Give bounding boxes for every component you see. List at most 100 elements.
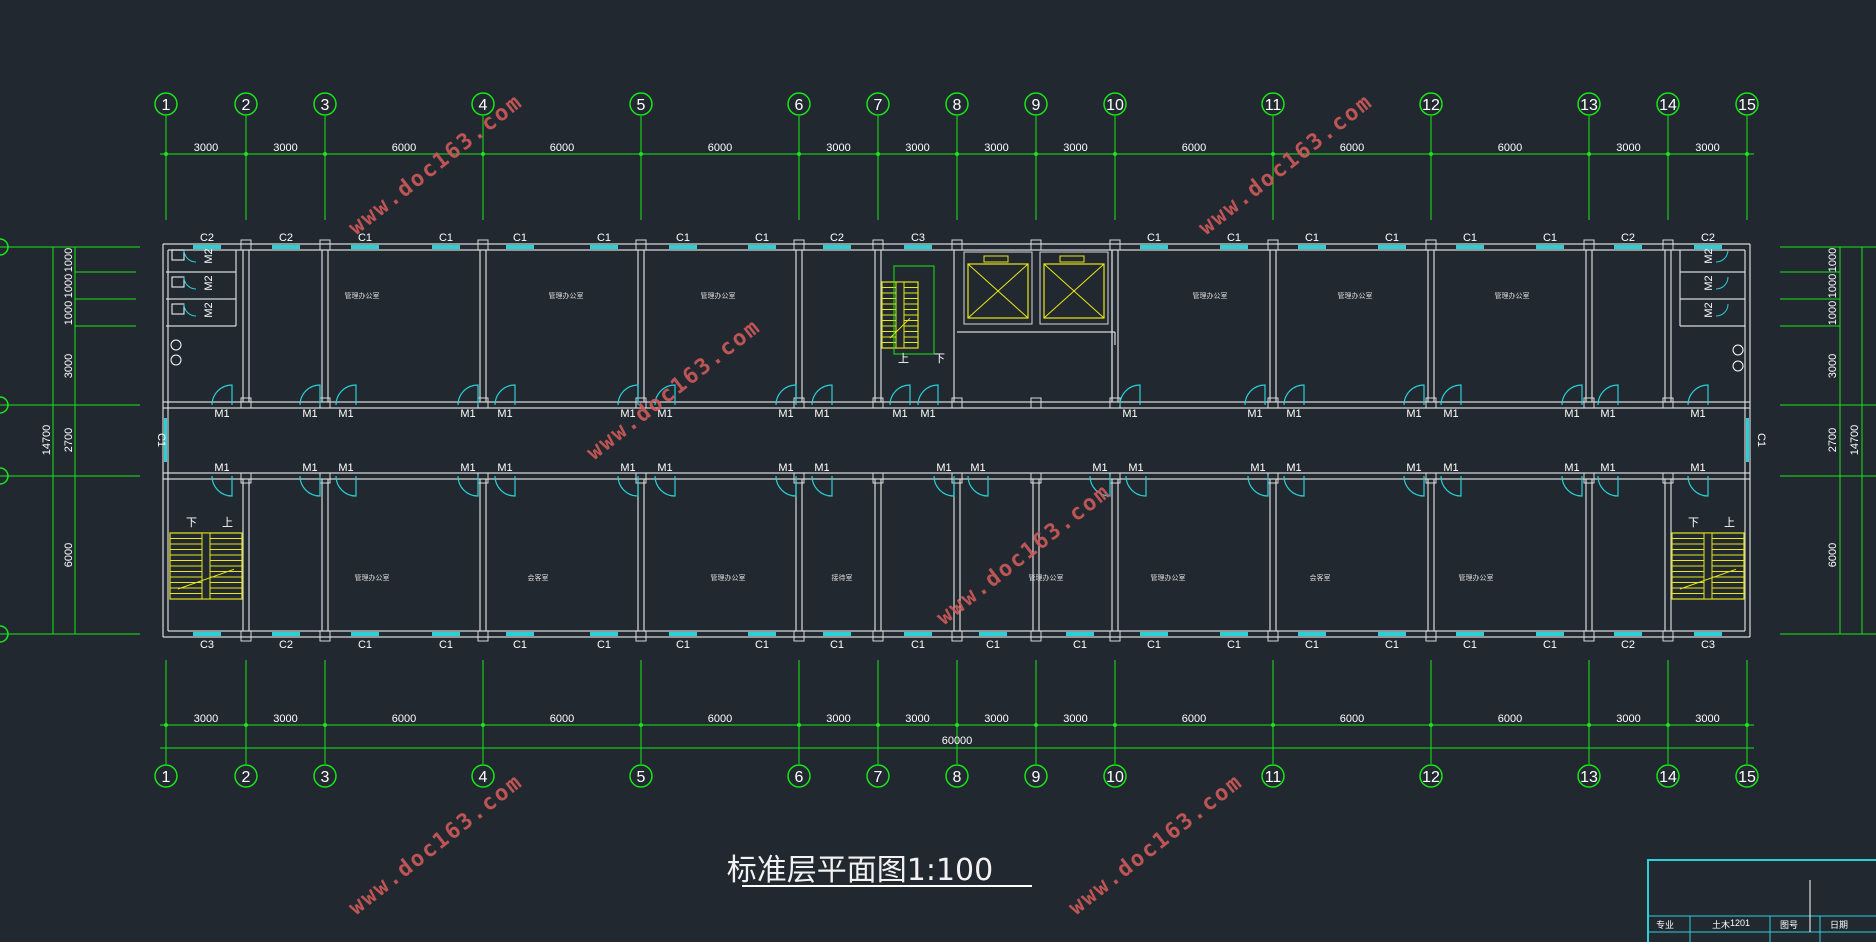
axis-bubble-top	[154, 92, 178, 116]
column-top	[477, 239, 489, 251]
column-corridor-top	[635, 397, 647, 409]
door-label: M1	[1247, 408, 1262, 420]
window-bottom-label: C1	[1227, 639, 1241, 651]
dim-text-top: 6000	[1340, 142, 1364, 154]
axis-bubble-top	[1735, 92, 1759, 116]
door-label: M1	[814, 408, 829, 420]
column-corridor-top	[1030, 397, 1042, 409]
door-swing	[335, 384, 357, 406]
stair-center-down: 下	[934, 353, 945, 365]
axis-number-bottom: 6	[795, 769, 804, 786]
dim-right-text: 3000	[1827, 354, 1839, 378]
window-top	[669, 245, 697, 249]
stair-left-up: 上	[222, 516, 233, 529]
dim-text-bottom: 3000	[905, 713, 929, 725]
window-top-label: C1	[1305, 232, 1319, 244]
dim-right-text: 6000	[1827, 543, 1839, 567]
sink-fixture	[170, 354, 182, 366]
room-label: 会客室	[1310, 573, 1331, 582]
window-bottom-label: C1	[513, 639, 527, 651]
door-swing	[494, 384, 516, 406]
axis-number-top: 9	[1032, 97, 1041, 114]
toilet-fixture	[171, 276, 185, 288]
axis-number-top: 6	[795, 97, 804, 114]
dim-left-text: 3000	[63, 354, 75, 378]
door-swing	[1244, 384, 1266, 406]
axis-number-top: 8	[953, 97, 962, 114]
dim-left-text: 1000	[63, 301, 75, 325]
toilet-fixture	[171, 303, 185, 315]
dim-text-top: 6000	[550, 142, 574, 154]
sink-fixture	[1732, 360, 1744, 372]
axis-bubble-bottom	[945, 764, 969, 788]
window-bottom	[590, 632, 618, 636]
stair-left-down: 下	[186, 517, 197, 529]
elevator-counterweight	[1059, 255, 1085, 263]
door-swing	[1403, 475, 1425, 497]
window-left-label: C1	[155, 433, 167, 447]
window-top	[904, 245, 932, 249]
dim-text-bottom: 3000	[273, 713, 297, 725]
axis-bubble-bottom	[629, 764, 653, 788]
door-label: M1	[1564, 408, 1579, 420]
axis-number-top: 12	[1422, 97, 1440, 114]
door-label: M1	[1564, 462, 1579, 474]
door-swing	[211, 384, 233, 406]
window-top-label: C1	[1543, 232, 1557, 244]
stair-handrail	[1703, 532, 1713, 600]
dim-right-text: 1000	[1827, 301, 1839, 325]
axis-bubble-top	[1261, 92, 1285, 116]
door-swing	[1125, 475, 1147, 497]
toilet-door-swing	[1715, 249, 1729, 263]
axis-number-bottom: 7	[874, 769, 883, 786]
dim-left-total: 14700	[41, 425, 53, 456]
window-bottom-label: C1	[358, 639, 372, 651]
window-top	[1220, 245, 1248, 249]
dim-text-top: 3000	[984, 142, 1008, 154]
window-top	[1456, 245, 1484, 249]
axis-bubble-top	[234, 92, 258, 116]
dim-text-top: 6000	[1498, 142, 1522, 154]
door-swing	[654, 384, 676, 406]
column-corridor-bottom	[1662, 472, 1674, 484]
door-label: M1	[970, 462, 985, 474]
axis-bubble-top	[629, 92, 653, 116]
window-top	[272, 245, 300, 249]
door-label: M1	[1286, 462, 1301, 474]
axis-bubble-bottom	[1656, 764, 1680, 788]
door-swing	[457, 384, 479, 406]
sink-fixture	[170, 339, 182, 351]
window-bottom	[272, 632, 300, 636]
window-top-label: C1	[513, 232, 527, 244]
stair-arrow	[1679, 568, 1737, 590]
dim-text-bottom: 6000	[1182, 713, 1206, 725]
window-top-label: C3	[911, 232, 925, 244]
axis-number-bottom: 4	[479, 769, 488, 786]
room-label: 管理办公室	[1029, 573, 1064, 582]
column-top	[240, 239, 252, 251]
axis-bubble-left	[0, 238, 9, 256]
room-label: 管理办公室	[1495, 291, 1530, 300]
elevator-x	[1043, 263, 1105, 319]
window-top	[748, 245, 776, 249]
room-label: 管理办公室	[701, 291, 736, 300]
window-top	[1614, 245, 1642, 249]
window-top-label: C2	[1621, 232, 1635, 244]
axis-number-top: 15	[1738, 97, 1756, 114]
axis-number-top: 10	[1106, 97, 1124, 114]
axis-number-bottom: 2	[242, 769, 251, 786]
window-bottom	[193, 632, 221, 636]
column-bottom	[240, 630, 252, 642]
door-swing	[1597, 475, 1619, 497]
dim-text-bottom: 3000	[1616, 713, 1640, 725]
door-label: M1	[936, 462, 951, 474]
column-corridor-bottom	[951, 472, 963, 484]
door-label: M1	[302, 462, 317, 474]
axis-bubble-bottom	[866, 764, 890, 788]
window-top-label: C1	[755, 232, 769, 244]
window-bottom-label: C1	[830, 639, 844, 651]
window-top	[1536, 245, 1564, 249]
window-bottom-label: C1	[1543, 639, 1557, 651]
window-bottom-label: C1	[1463, 639, 1477, 651]
